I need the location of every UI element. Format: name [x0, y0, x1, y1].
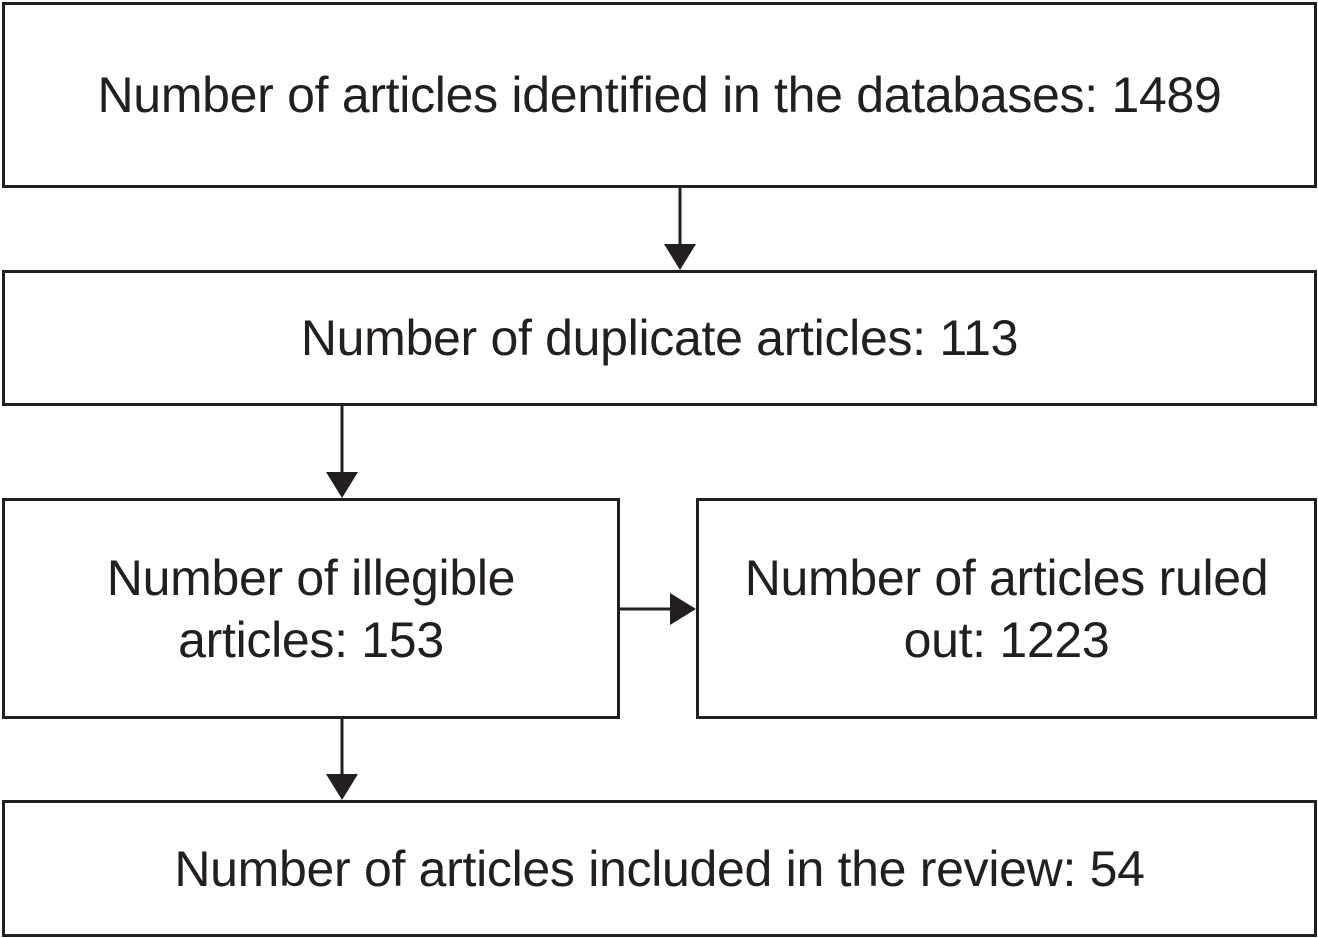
node-articles-ruled-out-label: Number of articles ruled out: 1223	[745, 547, 1269, 671]
node-articles-identified: Number of articles identified in the dat…	[2, 2, 1317, 188]
arrowhead-down-icon	[326, 774, 358, 800]
node-ruled-out-line-1: Number of articles ruled	[744, 549, 1269, 606]
node-articles-ruled-out: Number of articles ruled out: 1223	[696, 498, 1317, 719]
node-articles-included-label: Number of articles included in the revie…	[174, 840, 1145, 897]
node-duplicate-articles-label: Number of duplicate articles: 113	[300, 310, 1019, 366]
node-duplicate-articles: Number of duplicate articles: 113	[2, 270, 1317, 406]
node-illegible-articles: Number of illegible articles: 153	[2, 498, 620, 719]
node-illegible-line-2: articles: 153	[178, 611, 444, 668]
arrowhead-right-icon	[670, 593, 696, 625]
arrowhead-down-icon	[326, 472, 358, 498]
arrowhead-down-icon	[664, 244, 696, 270]
node-articles-identified-label: Number of articles identified in the dat…	[97, 67, 1222, 123]
node-illegible-articles-label: Number of illegible articles: 153	[106, 547, 516, 671]
node-articles-included: Number of articles included in the revie…	[2, 800, 1317, 937]
node-illegible-line-1: Number of illegible	[106, 549, 516, 606]
node-ruled-out-line-2: out: 1223	[903, 611, 1110, 668]
